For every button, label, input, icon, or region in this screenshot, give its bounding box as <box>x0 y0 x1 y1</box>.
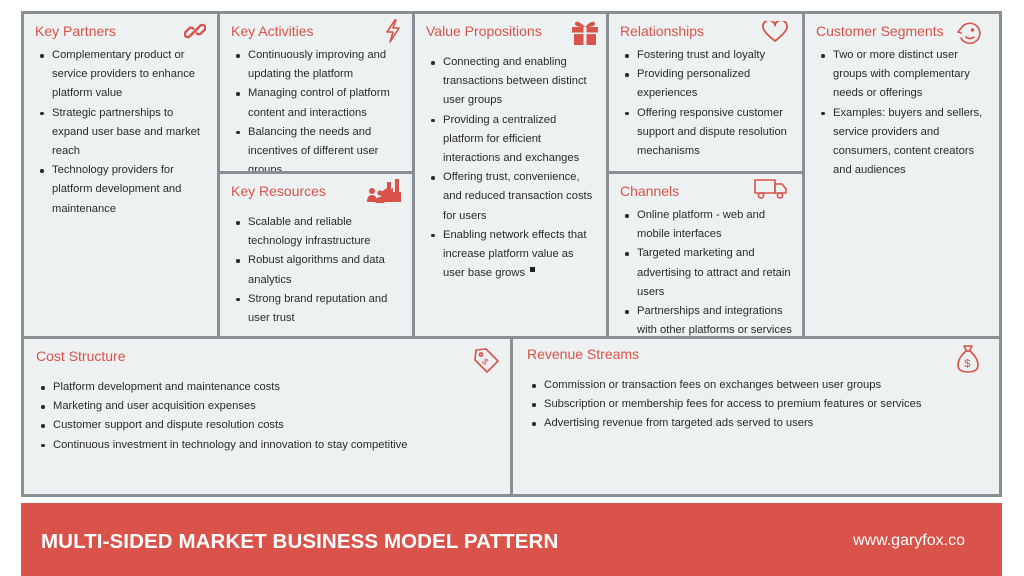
revenue-streams-title: Revenue Streams <box>527 346 640 362</box>
list-item: Customer support and dispute resolution … <box>41 416 500 435</box>
list-item: Subscription or membership fees for acce… <box>532 395 989 414</box>
cost-structure-list: Platform development and maintenance cos… <box>36 378 500 455</box>
price-tag-icon: $ <box>474 348 499 373</box>
relationships-list: Fostering trust and loyalty Providing pe… <box>620 46 792 161</box>
list-item: Strategic partnerships to expand user ba… <box>40 104 207 162</box>
key-resources-list: Scalable and reliable technology infrast… <box>231 213 402 328</box>
list-item: Robust algorithms and data analytics <box>236 251 402 289</box>
list-item: Advertising revenue from targeted ads se… <box>532 414 989 433</box>
value-propositions-title: Value Propositions <box>426 23 542 39</box>
revenue-streams-section: Revenue Streams $ Commission or transact… <box>513 339 999 494</box>
footer-banner: MULTI-SIDED MARKET BUSINESS MODEL PATTER… <box>21 503 1002 576</box>
money-bag-icon: $ <box>957 345 979 373</box>
key-resources-section: Key Resources Scalable and reliable tech… <box>220 174 412 336</box>
list-item: Online platform - web and mobile interfa… <box>625 206 792 244</box>
revenue-streams-list: Commission or transaction fees on exchan… <box>527 376 989 434</box>
list-item: Targeted marketing and advertising to at… <box>625 244 792 302</box>
value-propositions-list: Connecting and enabling transactions bet… <box>426 53 596 283</box>
cost-structure-title: Cost Structure <box>36 348 126 364</box>
channels-title: Channels <box>620 183 680 199</box>
customer-segments-section: Customer Segments Two or more distinct u… <box>805 14 999 336</box>
key-resources-title: Key Resources <box>231 183 326 199</box>
list-item: Platform development and maintenance cos… <box>41 378 500 397</box>
channels-list: Online platform - web and mobile interfa… <box>620 206 792 336</box>
key-activities-title: Key Activities <box>231 23 314 39</box>
list-item: Managing control of platform content and… <box>236 84 402 122</box>
customer-segments-list: Two or more distinct user groups with co… <box>816 46 989 180</box>
key-partners-title: Key Partners <box>35 23 116 39</box>
relationships-section: Relationships Fostering trust and loyalt… <box>609 14 802 171</box>
face-icon <box>957 22 981 45</box>
footer-website-link[interactable]: www.garyfox.co <box>852 532 965 549</box>
channels-section: Channels Online platform - web and mobil… <box>609 174 802 336</box>
link-icon <box>184 23 206 39</box>
list-item: Offering trust, convenience, and reduced… <box>431 168 596 226</box>
key-partners-list: Complementary product or service provide… <box>35 46 207 219</box>
svg-text:$: $ <box>480 356 491 367</box>
key-activities-list: Continuously improving and updating the … <box>231 46 402 171</box>
cost-structure-section: Cost Structure $ Platform development an… <box>24 339 510 494</box>
value-propositions-section: Value Propositions Connecting and enabli… <box>415 14 606 336</box>
lightning-icon <box>386 19 400 43</box>
svg-text:$: $ <box>964 358 970 370</box>
list-item: Partnerships and integrations with other… <box>625 302 792 336</box>
list-item: Fostering trust and loyalty <box>625 46 792 65</box>
truck-icon <box>754 179 787 199</box>
list-item: Providing a centralized platform for eff… <box>431 111 596 169</box>
gift-icon <box>572 21 598 45</box>
list-item: Connecting and enabling transactions bet… <box>431 53 596 111</box>
list-item: Two or more distinct user groups with co… <box>821 46 989 104</box>
stray-bullet-mark <box>530 267 535 272</box>
footer-title: MULTI-SIDED MARKET BUSINESS MODEL PATTER… <box>41 530 559 553</box>
relationships-title: Relationships <box>620 23 705 39</box>
list-item: Scalable and reliable technology infrast… <box>236 213 402 251</box>
list-item: Commission or transaction fees on exchan… <box>532 376 989 395</box>
list-item: Technology providers for platform develo… <box>40 161 207 219</box>
heart-icon <box>762 21 788 42</box>
list-item: Strong brand reputation and user trust <box>236 290 402 328</box>
list-item: Balancing the needs and incentives of di… <box>236 123 402 171</box>
list-item: Marketing and user acquisition expenses <box>41 397 500 416</box>
key-partners-section: Key Partners Complementary product or se… <box>24 14 217 336</box>
list-item: Offering responsive customer support and… <box>625 104 792 162</box>
list-item: Continuous investment in technology and … <box>41 436 500 455</box>
list-item: Providing personalized experiences <box>625 65 792 103</box>
factory-people-icon <box>367 179 401 203</box>
customer-segments-title: Customer Segments <box>816 23 944 39</box>
list-item: Continuously improving and updating the … <box>236 46 402 84</box>
list-item: Examples: buyers and sellers, service pr… <box>821 104 989 181</box>
list-item: Complementary product or service provide… <box>40 46 207 104</box>
business-model-canvas: Key Partners Complementary product or se… <box>21 11 1002 497</box>
list-item: Enabling network effects that increase p… <box>431 226 596 284</box>
key-activities-section: Key Activities Continuously improving an… <box>220 14 412 171</box>
